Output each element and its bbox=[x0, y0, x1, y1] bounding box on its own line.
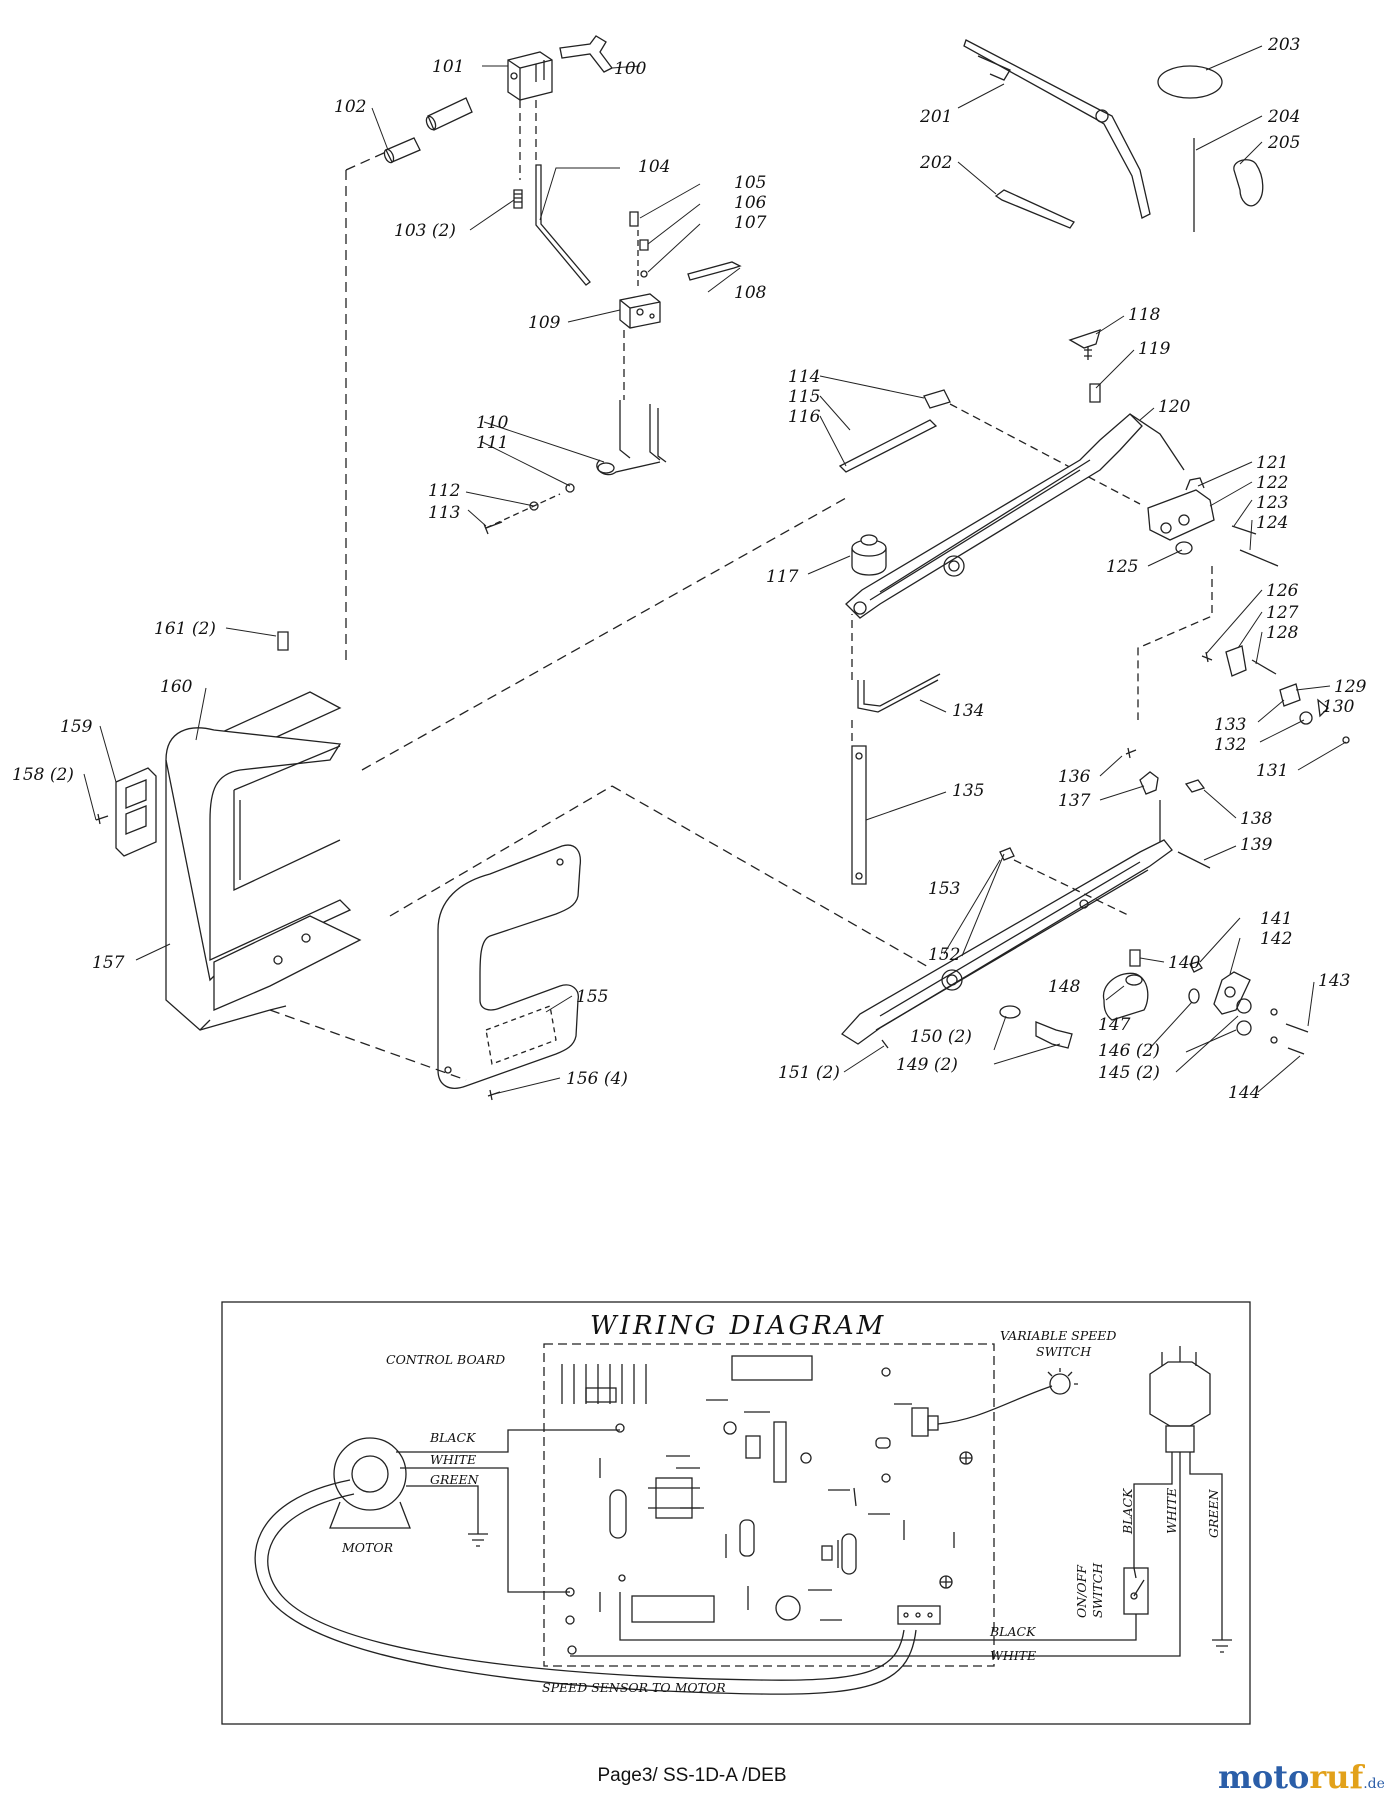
callout-105: 105 bbox=[734, 173, 766, 193]
callout-101: 101 bbox=[432, 57, 464, 77]
callout-161: 161 (2) bbox=[154, 619, 216, 639]
callout-125: 125 bbox=[1106, 557, 1138, 577]
callout-140: 140 bbox=[1168, 953, 1201, 973]
callout-108: 108 bbox=[734, 283, 767, 303]
lower-arm-assembly bbox=[840, 747, 1309, 1055]
wiring-title: WIRING DIAGRAM bbox=[590, 1311, 886, 1341]
callout-102: 102 bbox=[334, 97, 366, 117]
callout-156: 156 (4) bbox=[566, 1069, 628, 1089]
callout-131: 131 bbox=[1256, 761, 1288, 781]
callout-134: 134 bbox=[952, 701, 984, 721]
brand-part-2: ruf bbox=[1309, 1758, 1364, 1796]
callout-110: 110 bbox=[476, 413, 509, 433]
wire-white-bottom: WHITE bbox=[990, 1648, 1036, 1663]
callout-205: 205 bbox=[1267, 133, 1300, 153]
callout-109: 109 bbox=[528, 313, 561, 333]
callout-121: 121 bbox=[1256, 453, 1288, 473]
callout-112: 112 bbox=[428, 481, 460, 501]
callout-137: 137 bbox=[1058, 791, 1091, 811]
variable-speed-label-2: SWITCH bbox=[1036, 1344, 1092, 1359]
callout-149: 149 (2) bbox=[896, 1055, 958, 1075]
callout-150: 150 (2) bbox=[910, 1027, 972, 1047]
control-board-label: CONTROL BOARD bbox=[386, 1352, 505, 1367]
callout-142: 142 bbox=[1260, 929, 1292, 949]
callout-145: 145 (2) bbox=[1098, 1063, 1160, 1083]
callout-120: 120 bbox=[1158, 397, 1191, 417]
callout-152: 152 bbox=[928, 945, 960, 965]
frame-assembly bbox=[95, 151, 931, 1101]
callout-113: 113 bbox=[428, 503, 460, 523]
callout-130: 130 bbox=[1322, 697, 1355, 717]
callout-143: 143 bbox=[1318, 971, 1350, 991]
speed-sensor-label: SPEED SENSOR TO MOTOR bbox=[542, 1680, 726, 1695]
callout-160: 160 bbox=[160, 677, 193, 697]
callout-100: 100 bbox=[614, 59, 647, 79]
callout-104: 104 bbox=[638, 157, 670, 177]
callout-114: 114 bbox=[788, 367, 820, 387]
callout-119: 119 bbox=[1138, 339, 1171, 359]
callout-132: 132 bbox=[1214, 735, 1246, 755]
callout-148: 148 bbox=[1048, 977, 1081, 997]
wire-black-vertical: BLACK bbox=[1120, 1488, 1135, 1535]
callout-204: 204 bbox=[1267, 107, 1300, 127]
callout-106: 106 bbox=[734, 193, 767, 213]
callout-122: 122 bbox=[1256, 473, 1288, 493]
callout-138: 138 bbox=[1240, 809, 1273, 829]
wire-black-bottom: BLACK bbox=[989, 1624, 1036, 1639]
blade-guard-assembly bbox=[383, 35, 742, 535]
callout-159: 159 bbox=[60, 717, 93, 737]
callout-136: 136 bbox=[1058, 767, 1091, 787]
wire-black-left: BLACK bbox=[429, 1430, 476, 1445]
callout-158: 158 (2) bbox=[12, 765, 74, 785]
callout-203: 203 bbox=[1267, 35, 1300, 55]
wire-green-vertical: GREEN bbox=[1206, 1488, 1221, 1538]
wire-white-vertical: WHITE bbox=[1164, 1488, 1179, 1534]
callout-118: 118 bbox=[1128, 305, 1161, 325]
callout-128: 128 bbox=[1266, 623, 1299, 643]
callout-135: 135 bbox=[952, 781, 984, 801]
accessories bbox=[963, 39, 1264, 232]
callout-144: 144 bbox=[1228, 1083, 1260, 1103]
callout-155: 155 bbox=[576, 987, 608, 1007]
callout-129: 129 bbox=[1334, 677, 1367, 697]
callout-111: 111 bbox=[476, 433, 508, 453]
callout-124: 124 bbox=[1256, 513, 1288, 533]
callout-127: 127 bbox=[1266, 603, 1299, 623]
onoff-label-1: ON/OFF bbox=[1074, 1564, 1089, 1618]
callout-107: 107 bbox=[734, 213, 767, 233]
callout-147: 147 bbox=[1098, 1015, 1131, 1035]
callout-leaders bbox=[83, 45, 1347, 1095]
wiring-diagram bbox=[221, 1301, 1251, 1725]
callout-133: 133 bbox=[1214, 715, 1246, 735]
page-footer: Page3/ SS-1D-A /DEB bbox=[597, 1765, 787, 1786]
onoff-label-2: SWITCH bbox=[1090, 1562, 1105, 1618]
callout-139: 139 bbox=[1240, 835, 1273, 855]
callout-116: 116 bbox=[788, 407, 821, 427]
upper-arm-assembly bbox=[838, 328, 1350, 885]
callout-202: 202 bbox=[919, 153, 952, 173]
callout-103: 103 (2) bbox=[394, 221, 456, 241]
callout-201: 201 bbox=[919, 107, 952, 127]
callout-117: 117 bbox=[766, 567, 799, 587]
variable-speed-label-1: VARIABLE SPEED bbox=[1000, 1328, 1116, 1343]
brand-part-1: moto bbox=[1218, 1758, 1310, 1796]
wire-green-left: GREEN bbox=[430, 1472, 480, 1487]
wiring-labels: WIRING DIAGRAM CONTROL BOARD VARIABLE SP… bbox=[341, 1311, 1221, 1695]
brand-logo: motoruf.de bbox=[1218, 1758, 1384, 1796]
brand-part-3: .de bbox=[1363, 1776, 1384, 1792]
callout-126: 126 bbox=[1266, 581, 1299, 601]
wire-white-left: WHITE bbox=[430, 1452, 476, 1467]
callout-153: 153 bbox=[928, 879, 960, 899]
callout-141: 141 bbox=[1260, 909, 1292, 929]
callout-151: 151 (2) bbox=[778, 1063, 840, 1083]
callout-123: 123 bbox=[1256, 493, 1288, 513]
callout-labels: 100 101 102 103 (2) 104 105 106 107 108 … bbox=[12, 35, 1367, 1103]
callout-157: 157 bbox=[92, 953, 125, 973]
callout-115: 115 bbox=[788, 387, 820, 407]
callout-146: 146 (2) bbox=[1098, 1041, 1160, 1061]
motor-label: MOTOR bbox=[341, 1540, 393, 1555]
